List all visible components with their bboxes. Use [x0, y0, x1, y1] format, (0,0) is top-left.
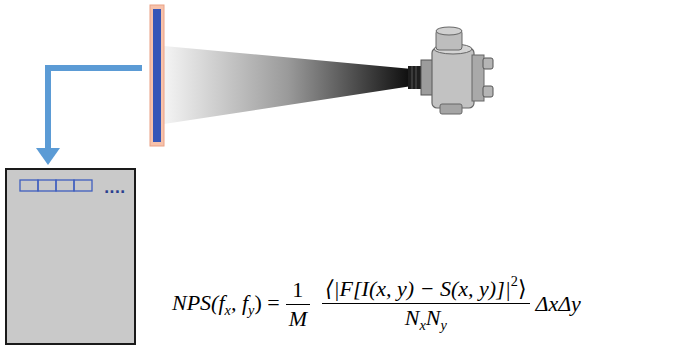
fraction-bar	[286, 304, 310, 305]
detector-panel	[153, 9, 161, 142]
ellipsis-text: ....	[104, 181, 125, 195]
formula-term: ) =	[254, 290, 279, 315]
arrow-head	[36, 148, 60, 165]
flow-arrow	[48, 68, 142, 150]
formula-term: x	[225, 302, 231, 318]
nps-formula: NPS(fx, fy) =1M⟨|F[I(x, y) − S(x, y)]|2⟩…	[172, 262, 581, 346]
numerator: ⟨|F[I(x, y) − S(x, y)]|2⟩	[322, 273, 530, 303]
formula-term: , f	[231, 290, 248, 315]
denominator: M	[286, 305, 310, 333]
formula-term: ΔxΔy	[536, 291, 581, 316]
fraction: 1M	[286, 276, 310, 332]
image-ground	[6, 169, 135, 344]
formula-term: y	[248, 302, 254, 318]
formula-term: ⟨|F[I(x, y) − S(x, y)]|	[325, 276, 511, 301]
roi-boxes	[20, 180, 92, 191]
detector-frame	[150, 5, 164, 146]
xray-beam	[164, 46, 412, 124]
formula-term: 1	[292, 277, 303, 302]
formula-term: N	[405, 305, 420, 330]
numerator: 1	[289, 276, 306, 304]
denominator: NxNy	[402, 304, 450, 335]
formula-run: ΔxΔy	[536, 291, 581, 317]
fraction: ⟨|F[I(x, y) − S(x, y)]|2⟩NxNy	[322, 273, 530, 334]
image-frame: ....	[5, 168, 136, 345]
formula-term: ⟩	[518, 276, 527, 301]
formula-term: x	[419, 317, 425, 333]
formula-term: 2	[511, 273, 518, 289]
formula-term: N	[426, 305, 441, 330]
formula-term: NPS(f	[172, 290, 225, 315]
fraction-bar	[322, 303, 530, 304]
formula-term: y	[440, 317, 446, 333]
formula-term: M	[289, 306, 307, 331]
xray-tube	[408, 27, 493, 114]
formula-run: NPS(fx, fy) =	[172, 290, 280, 319]
